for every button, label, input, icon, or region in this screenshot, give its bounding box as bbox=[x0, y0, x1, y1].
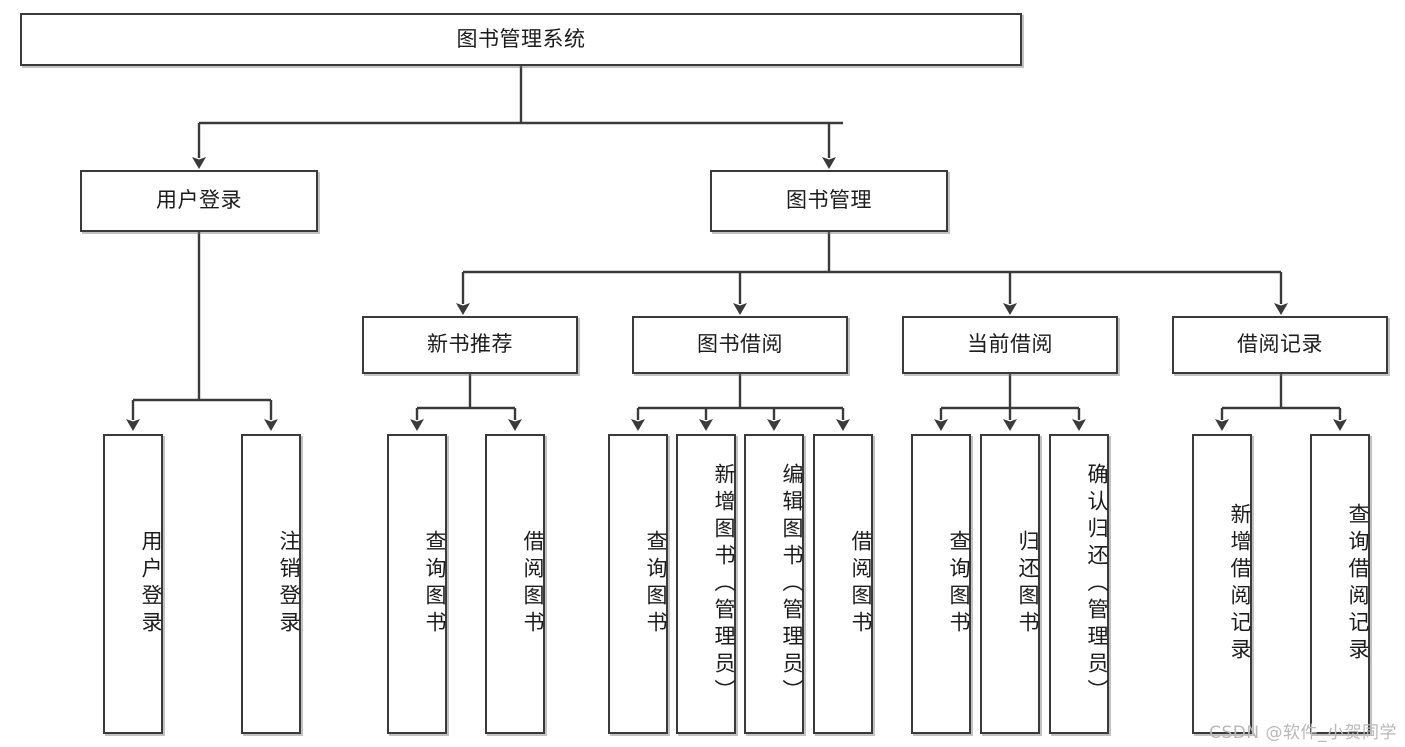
leaf-label: 用户登录 bbox=[139, 530, 163, 638]
node-leaf-borrow-edit-book[interactable]: 编辑图书（管理员） bbox=[744, 434, 804, 734]
node-leaf-current-confirm-return[interactable]: 确认归还（管理员） bbox=[1049, 434, 1109, 734]
leaf-label: 编辑图书（管理员） bbox=[780, 462, 804, 706]
node-root-label: 图书管理系统 bbox=[456, 26, 586, 51]
node-book-management-label: 图书管理 bbox=[786, 188, 872, 213]
leaf-label: 查询图书 bbox=[644, 530, 668, 638]
node-root[interactable]: 图书管理系统 bbox=[20, 13, 1022, 66]
node-leaf-recommend-query-book[interactable]: 查询图书 bbox=[387, 434, 447, 734]
leaf-label: 查询借阅记录 bbox=[1346, 503, 1370, 665]
node-leaf-record-add-record[interactable]: 新增借阅记录 bbox=[1192, 434, 1252, 734]
node-leaf-borrow-add-book[interactable]: 新增图书（管理员） bbox=[676, 434, 736, 734]
watermark: CSDN @软件_小贺同学 bbox=[1209, 723, 1397, 743]
leaf-label: 确认归还（管理员） bbox=[1085, 462, 1109, 706]
leaf-label: 新增借阅记录 bbox=[1228, 503, 1252, 665]
node-leaf-borrow-borrow-book[interactable]: 借阅图书 bbox=[813, 434, 873, 734]
node-leaf-current-return-book[interactable]: 归还图书 bbox=[980, 434, 1040, 734]
node-leaf-record-query-record[interactable]: 查询借阅记录 bbox=[1310, 434, 1370, 734]
node-leaf-user-login-login[interactable]: 用户登录 bbox=[103, 434, 163, 734]
leaf-label: 归还图书 bbox=[1016, 530, 1040, 638]
leaf-label: 查询图书 bbox=[423, 530, 447, 638]
node-new-book-recommend[interactable]: 新书推荐 bbox=[362, 316, 578, 374]
node-leaf-user-login-logout[interactable]: 注销登录 bbox=[241, 434, 301, 734]
node-user-login[interactable]: 用户登录 bbox=[80, 170, 318, 232]
leaf-label: 新增图书（管理员） bbox=[712, 462, 736, 706]
node-leaf-current-query-book[interactable]: 查询图书 bbox=[911, 434, 971, 734]
leaf-label: 注销登录 bbox=[277, 530, 301, 638]
leaf-label: 借阅图书 bbox=[849, 530, 873, 638]
leaf-label: 查询图书 bbox=[947, 530, 971, 638]
node-borrow-record[interactable]: 借阅记录 bbox=[1172, 316, 1388, 374]
node-borrow-record-label: 借阅记录 bbox=[1237, 332, 1323, 357]
leaf-label: 借阅图书 bbox=[521, 530, 545, 638]
node-book-borrow-label: 图书借阅 bbox=[697, 332, 783, 357]
node-new-book-recommend-label: 新书推荐 bbox=[427, 332, 513, 357]
node-current-borrow[interactable]: 当前借阅 bbox=[902, 316, 1118, 374]
node-book-borrow[interactable]: 图书借阅 bbox=[632, 316, 848, 374]
node-leaf-recommend-borrow-book[interactable]: 借阅图书 bbox=[485, 434, 545, 734]
node-current-borrow-label: 当前借阅 bbox=[967, 332, 1053, 357]
node-user-login-label: 用户登录 bbox=[156, 188, 242, 213]
node-book-management[interactable]: 图书管理 bbox=[710, 170, 948, 232]
node-leaf-borrow-query-book[interactable]: 查询图书 bbox=[608, 434, 668, 734]
